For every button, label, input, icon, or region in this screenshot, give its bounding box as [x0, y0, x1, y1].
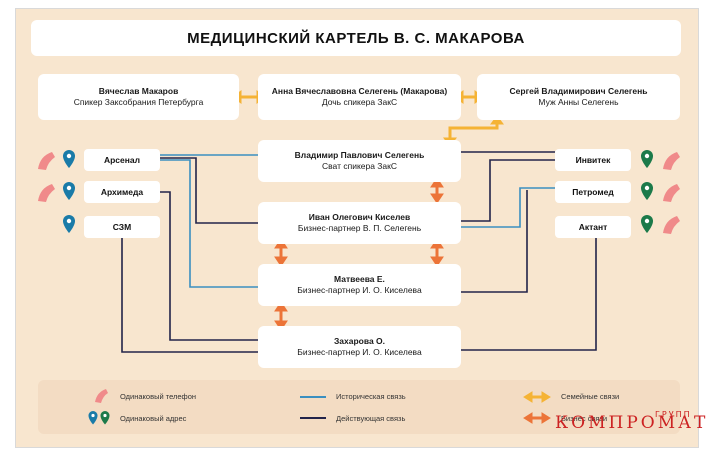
person-role: Бизнес-партнер И. О. Киселева	[297, 347, 422, 357]
person-name: Вячеслав Макаров	[98, 86, 179, 96]
person-anna: Анна Вячеславовна Селегень (Макарова) До…	[258, 74, 461, 120]
aktant-phone-icon	[663, 216, 680, 234]
petromed-pin-icon	[641, 182, 653, 200]
legend-family: Семейные связи	[561, 392, 620, 401]
legend: Одинаковый телефон Одинаковый адрес Исто…	[38, 380, 680, 434]
legend-same-address: Одинаковый адрес	[120, 414, 187, 423]
szm-pin-icon	[63, 215, 75, 233]
person-role: Спикер Заксобрания Петербурга	[73, 97, 204, 107]
person-role: Муж Анны Селегень	[538, 97, 619, 107]
business-links	[274, 177, 444, 331]
invitek-pin-icon	[641, 150, 653, 168]
person-matveeva: Матвеева Е. Бизнес-партнер И. О. Киселев…	[258, 264, 461, 306]
person-role: Сват спикера ЗакС	[321, 161, 398, 171]
person-sergey: Сергей Владимирович Селегень Муж Анны Се…	[477, 74, 680, 120]
legend-phone-icon	[95, 389, 108, 403]
person-makarov: Вячеслав Макаров Спикер Заксобрания Пете…	[38, 74, 239, 120]
watermark-main: КОМПРОМАТ	[555, 413, 709, 433]
legend-same-phone: Одинаковый телефон	[120, 392, 197, 401]
legend-icons	[88, 389, 551, 425]
aktant-pin-icon	[641, 215, 653, 233]
legend-pin-blue-icon	[88, 411, 98, 425]
legend-current: Действующая связь	[336, 414, 406, 423]
arkhimeda-pin-icon	[63, 182, 75, 200]
company-arkhimeda: Архимеда	[84, 181, 160, 203]
legend-historical: Историческая связь	[336, 392, 406, 401]
person-zakharova: Захарова О. Бизнес-партнер И. О. Киселев…	[258, 326, 461, 368]
company-szm: СЗМ	[84, 216, 160, 238]
arkhimeda-phone-icon	[38, 184, 55, 202]
historical-links	[160, 154, 555, 288]
page-title: МЕДИЦИНСКИЙ КАРТЕЛЬ В. С. МАКАРОВА	[31, 20, 681, 56]
person-name: Сергей Владимирович Селегень	[509, 86, 648, 96]
person-name: Иван Олегович Киселев	[308, 212, 411, 222]
petromed-phone-icon	[663, 184, 680, 202]
person-name: Анна Вячеславовна Селегень (Макарова)	[271, 86, 448, 96]
person-role: Бизнес-партнер И. О. Киселева	[297, 285, 422, 295]
company-petromed: Петромед	[555, 181, 631, 203]
person-role: Дочь спикера ЗакС	[321, 97, 398, 107]
person-name: Матвеева Е.	[334, 274, 385, 284]
legend-business-arrow	[523, 412, 551, 424]
person-ivan: Иван Олегович Киселев Бизнес-партнер В. …	[258, 202, 461, 244]
arsenal-phone-icon	[38, 152, 55, 170]
person-name: Захарова О.	[333, 336, 386, 346]
person-name: Владимир Павлович Селегень	[294, 150, 425, 160]
person-role: Бизнес-партнер В. П. Селегень	[297, 223, 422, 233]
legend-family-arrow	[523, 391, 551, 403]
current-links	[121, 151, 597, 353]
company-invitek: Инвитек	[555, 149, 631, 171]
legend-pin-green-icon	[100, 411, 110, 425]
person-vladimir: Владимир Павлович Селегень Сват спикера …	[258, 140, 461, 182]
company-aktant: Актант	[555, 216, 631, 238]
company-arsenal: Арсенал	[84, 149, 160, 171]
legend-business: Бизнес связи	[561, 414, 608, 423]
arsenal-pin-icon	[63, 150, 75, 168]
invitek-phone-icon	[663, 152, 680, 170]
watermark-small: ГРУПП	[655, 410, 692, 419]
